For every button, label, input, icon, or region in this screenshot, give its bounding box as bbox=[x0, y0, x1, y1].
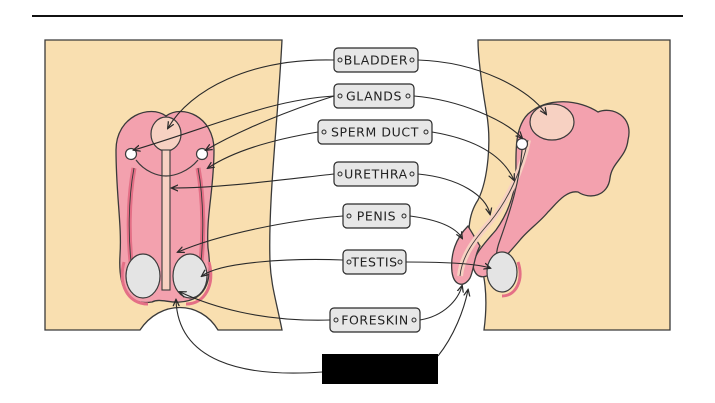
label-sperm-duct-text: SPERM DUCT bbox=[331, 125, 419, 140]
side-view bbox=[450, 39, 671, 331]
arrow-bottom-side bbox=[437, 290, 468, 357]
arrow-glands-front-2 bbox=[206, 95, 335, 150]
front-testis-left bbox=[125, 253, 161, 299]
label-foreskin: FORESKIN bbox=[329, 307, 421, 333]
side-bladder bbox=[529, 103, 575, 141]
arrow-testis-side bbox=[405, 261, 490, 268]
arrows bbox=[134, 59, 546, 374]
side-testis bbox=[486, 251, 518, 293]
arrow-foreskin-front bbox=[180, 292, 331, 321]
front-gland-right bbox=[195, 147, 209, 161]
arrow-sperm-duct-side bbox=[431, 131, 514, 180]
front-urethra bbox=[161, 149, 171, 291]
label-glands: GLANDS bbox=[333, 83, 415, 109]
arrow-urethra-front bbox=[172, 173, 335, 188]
side-gland bbox=[515, 137, 529, 151]
arrow-bottom-front bbox=[176, 300, 323, 374]
side-organ-mass bbox=[472, 101, 630, 278]
arrow-penis-front bbox=[178, 215, 344, 252]
label-glands-text: GLANDS bbox=[346, 89, 402, 104]
front-bladder bbox=[150, 116, 182, 152]
label-penis-text: PENIS bbox=[357, 209, 396, 224]
label-testis: TESTIS bbox=[342, 249, 407, 275]
arrow-foreskin-side bbox=[419, 286, 462, 321]
label-bladder: BLADDER bbox=[333, 47, 419, 73]
label-penis: PENIS bbox=[342, 203, 411, 229]
redacted-block bbox=[322, 354, 438, 384]
arrow-glands-side bbox=[413, 95, 522, 138]
arrow-bladder-side bbox=[417, 59, 546, 114]
arrow-glands-front bbox=[134, 95, 335, 150]
arrow-sperm-duct-front bbox=[208, 131, 319, 168]
arrow-penis-side bbox=[409, 215, 462, 238]
label-urethra-text: URETHRA bbox=[344, 167, 408, 182]
labels: BLADDER GLANDS SPERM DUCT URETHRA PENIS bbox=[317, 47, 433, 333]
arrow-bladder-front bbox=[168, 59, 335, 128]
label-bladder-text: BLADDER bbox=[344, 53, 408, 68]
label-sperm-duct: SPERM DUCT bbox=[317, 119, 433, 145]
label-urethra: URETHRA bbox=[333, 161, 419, 187]
front-view bbox=[44, 39, 283, 331]
label-testis-text: TESTIS bbox=[350, 255, 397, 270]
arrow-testis-front bbox=[202, 258, 344, 276]
arrow-urethra-side bbox=[417, 173, 490, 214]
label-foreskin-text: FORESKIN bbox=[341, 313, 409, 328]
front-sperm-duct bbox=[135, 159, 199, 177]
front-testis-right bbox=[172, 253, 208, 299]
